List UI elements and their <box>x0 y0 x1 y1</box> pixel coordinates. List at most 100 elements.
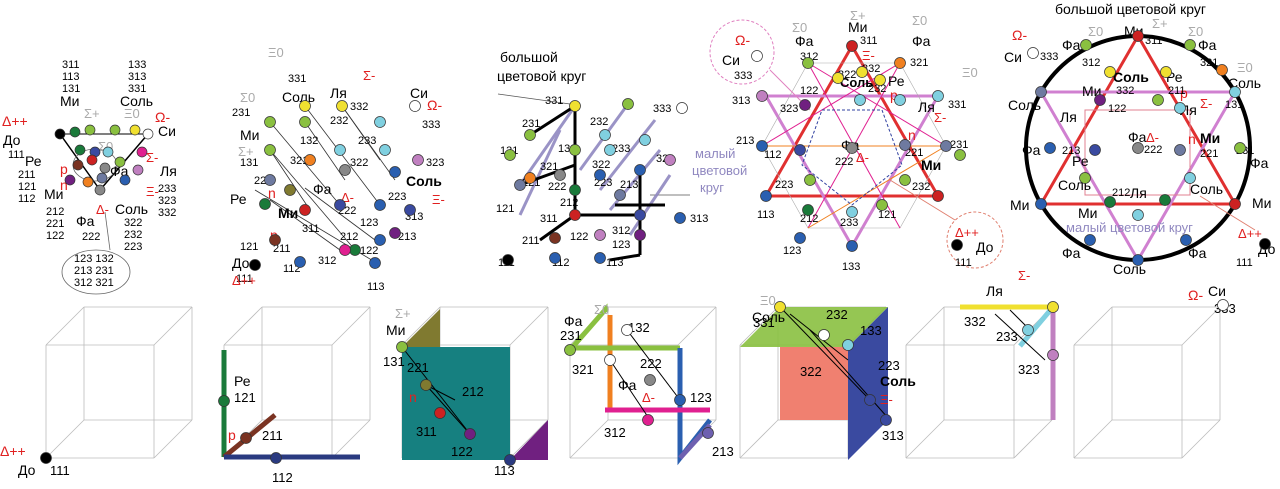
panel-2-lattice: Ξ0 331 Σ- Σ0 Соль Ля Си Ω- 332 333 231 2… <box>230 45 445 293</box>
cube-node-dot <box>818 329 830 341</box>
c4-delta-minus: Δ- <box>642 390 655 405</box>
p4-node-dot <box>802 204 814 216</box>
c5-code-223: 223 <box>878 358 900 373</box>
p4-p: p <box>890 87 898 103</box>
p5-code-332: 332 <box>1116 85 1134 97</box>
p4-code-321: 321 <box>910 57 928 69</box>
p2-mi: Ми <box>240 127 259 143</box>
p4-code-123: 123 <box>783 245 801 257</box>
cube-edge <box>223 306 263 346</box>
p4-node-dot <box>899 139 911 151</box>
p2-xi0: Ξ0 <box>268 45 284 60</box>
p1-node-dot <box>109 124 121 136</box>
p2-do: До <box>232 255 250 271</box>
p2-node-dot <box>369 257 381 269</box>
sol-label: Соль <box>120 93 153 109</box>
p4-code-313: 313 <box>732 95 750 107</box>
p1-node-dot <box>96 172 108 184</box>
p4-node-dot <box>802 57 814 69</box>
p2-code-211: 211 <box>273 243 291 255</box>
p4-delta-pp: Δ++ <box>955 225 979 240</box>
p5-code-212: 212 <box>1112 187 1130 199</box>
p4-node-dot <box>756 90 768 102</box>
p2-node-dot <box>374 234 386 246</box>
p5-sigma0-a: Σ0 <box>1088 24 1103 39</box>
p1-node-dot <box>94 184 106 196</box>
p5-node-dot <box>1132 254 1144 266</box>
p2-node-dot <box>409 100 421 112</box>
p4-node-dot <box>751 50 763 62</box>
cube-node-dot <box>270 452 282 464</box>
c2-p: p <box>228 427 236 443</box>
p2-code-321: 321 <box>290 155 308 167</box>
p1-node-dot <box>72 159 84 171</box>
p5-sigma-minus: Σ- <box>1200 96 1212 111</box>
re-label: Ре <box>25 153 42 169</box>
solmi-code-3: 223 <box>124 241 142 253</box>
p3-node-dot <box>676 102 688 114</box>
p4-node-dot <box>846 142 858 154</box>
p3-title-1: большой <box>500 49 558 65</box>
lya-code-2: 323 <box>158 195 176 207</box>
p2-code-223: 223 <box>388 191 406 203</box>
c6-code-233: 233 <box>996 329 1018 344</box>
p5-node-dot <box>1180 234 1192 246</box>
p4-node-dot <box>846 240 858 252</box>
p2-node-dot <box>259 198 271 210</box>
panel-1-tetrahedron: Δ++ До 111 311 113 131 Ми 133 313 331 Со… <box>2 59 177 295</box>
p4-node-dot <box>794 232 806 244</box>
c5-code-133: 133 <box>860 323 882 338</box>
fa-block-ellipse <box>61 249 131 295</box>
p4-node-dot <box>804 174 816 186</box>
p3-node-dot <box>634 164 646 176</box>
p3-code-233: 233 <box>612 143 630 155</box>
mi-label: Ми <box>60 93 79 109</box>
p4-re: Ре <box>888 73 905 89</box>
delta-minus-label: Δ- <box>96 202 109 217</box>
c5-xi-minus: Ξ- <box>880 392 893 407</box>
p4-node-dot <box>951 239 963 251</box>
c1-delta-pp: Δ++ <box>0 443 26 459</box>
p1-node-dot <box>136 146 148 158</box>
p3-node-dot <box>524 172 536 184</box>
code-222: 222 <box>82 231 100 243</box>
p5-code-221: 221 <box>1200 148 1218 160</box>
p5-node-dot <box>1174 102 1186 114</box>
cube-edge <box>569 419 609 459</box>
p1-node-dot <box>129 124 141 136</box>
p2-sol-bold: Соль <box>406 173 442 189</box>
cube-node-dot <box>1047 349 1059 361</box>
p5-sigma-plus: Σ+ <box>1152 16 1168 31</box>
p5-node-dot <box>1159 194 1171 206</box>
cube-node-dot <box>420 379 432 391</box>
cube-edge <box>1073 419 1113 459</box>
sol-code-1: 133 <box>128 59 146 71</box>
c4-code-321: 321 <box>572 362 594 377</box>
p2-code-121: 121 <box>240 241 258 253</box>
p3-node-dot <box>502 254 514 266</box>
cube-6-edges <box>960 304 1056 420</box>
p2-node-dot <box>412 154 424 166</box>
p3-node-dot <box>614 189 626 201</box>
si-label: Си <box>158 123 176 139</box>
p5-node-dot <box>1132 209 1144 221</box>
p2-node-dot <box>339 164 351 176</box>
p3-code-212: 212 <box>560 197 578 209</box>
p2-node-dot <box>374 116 386 128</box>
p5-mi-lowleft: Ми <box>1010 197 1029 213</box>
cube-edge <box>45 419 85 459</box>
cube-edge <box>509 419 549 459</box>
p4-code-213: 213 <box>736 135 754 147</box>
cube-edge <box>509 306 549 346</box>
p5-lya-left: Ля <box>1060 109 1077 125</box>
cube-edge <box>1181 419 1221 459</box>
cube-node-dot <box>1217 299 1229 311</box>
p4-code-233: 233 <box>840 217 858 229</box>
p4-code-232: 232 <box>868 83 886 95</box>
p5-re-left: Ре <box>1072 153 1089 169</box>
lya-label: Ля <box>160 163 177 179</box>
p5-node-dot <box>1132 30 1144 42</box>
p4-code-331: 331 <box>948 99 966 111</box>
p5-code-111: 111 <box>1236 257 1253 269</box>
p5-node-dot <box>1234 142 1246 154</box>
